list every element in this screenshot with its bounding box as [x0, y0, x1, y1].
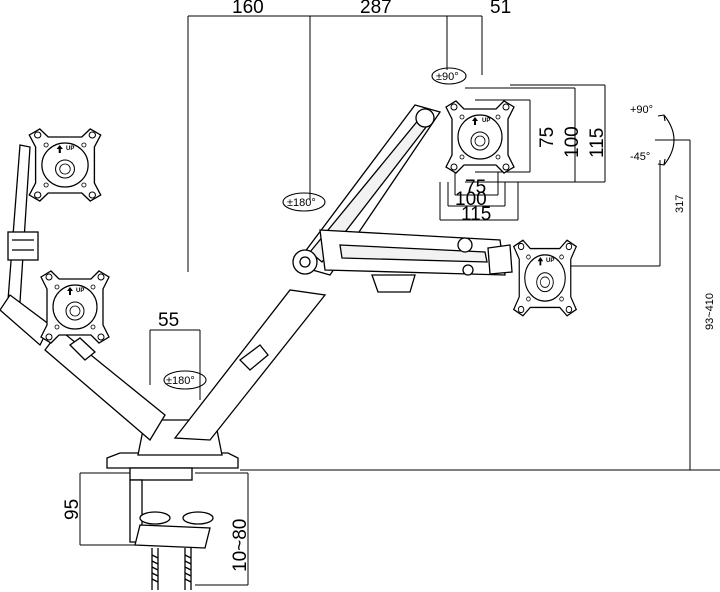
- vesa-plate-left-bottom: [40, 270, 110, 344]
- dim-160: 160: [232, 0, 264, 18]
- dimension-lines: [79, 15, 720, 586]
- dim-10-80: 10~80: [230, 519, 251, 572]
- desk-clamp: [106, 452, 239, 590]
- up-label-4: UP: [76, 288, 84, 294]
- angle-tilt-down: -45°: [630, 151, 650, 163]
- dim-287: 287: [360, 0, 392, 18]
- rotation-arrows: [163, 67, 675, 390]
- dim-plate-100-h: 100: [455, 189, 487, 210]
- angle-swivel-base: ±180°: [166, 375, 195, 387]
- dim-51: 51: [490, 0, 511, 18]
- dim-93-410: 93~410: [704, 293, 716, 330]
- dim-plate-75-h: 75: [465, 177, 486, 198]
- dim-317: 317: [674, 195, 686, 213]
- angle-tilt-rotate: ±90°: [436, 71, 459, 83]
- angle-tilt-up: +90°: [630, 104, 653, 116]
- dim-95: 95: [62, 499, 83, 520]
- vesa-plate-right-top: [445, 100, 515, 174]
- up-label-2: UP: [546, 258, 554, 264]
- dim-plate-75-v: 75: [537, 127, 558, 148]
- dim-55: 55: [158, 310, 179, 331]
- up-label-3: UP: [66, 146, 74, 152]
- vesa-plate-left-top: [28, 128, 102, 202]
- arm-assembly: [0, 104, 513, 456]
- vesa-plate-right-bottom: [513, 239, 577, 317]
- angle-swivel-mid: ±180°: [287, 197, 316, 209]
- dim-plate-115-v: 115: [587, 128, 608, 158]
- up-label-1: UP: [482, 118, 490, 124]
- dim-plate-115-h: 115: [461, 204, 491, 225]
- dim-plate-100-v: 100: [562, 126, 583, 158]
